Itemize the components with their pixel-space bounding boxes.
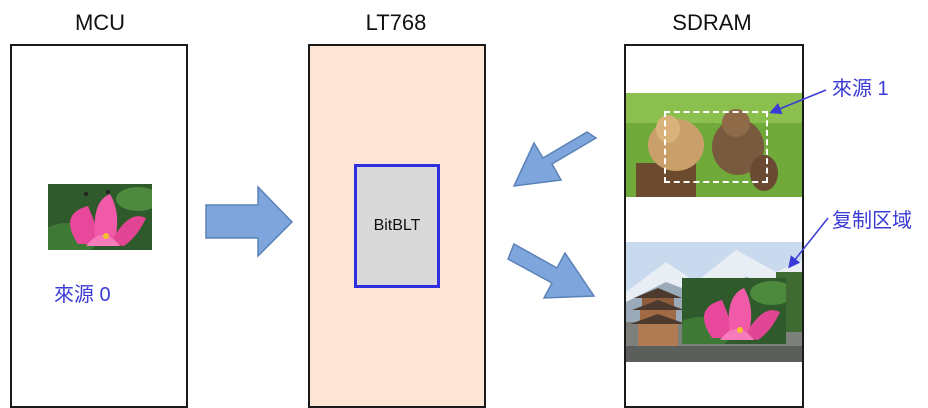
lt768-box: BitBLT	[308, 44, 486, 408]
lotus-flower-image	[48, 184, 152, 250]
copy-region-label: 复制区域	[832, 210, 912, 232]
mcu-title: MCU	[74, 10, 126, 35]
sdram-title: SDRAM	[672, 10, 752, 35]
arrow-mcu-to-lt768	[205, 185, 294, 258]
bitblt-block: BitBLT	[354, 164, 440, 288]
arrow-sdram-to-lt768	[512, 131, 598, 187]
lt768-title: LT768	[365, 10, 427, 35]
source-1-leader-line	[769, 89, 827, 115]
copy-region-leader-line	[788, 217, 829, 269]
source-1-dashed-region	[664, 111, 768, 183]
copied-lotus-image	[682, 278, 786, 344]
arrow-lt768-to-sdram	[507, 242, 596, 299]
mcu-box: 來源 0	[10, 44, 188, 408]
source-0-label: 來源 0	[54, 284, 111, 306]
source-1-label: 來源 1	[832, 78, 889, 100]
pagoda-landscape-image	[626, 242, 802, 362]
bitblt-label: BitBLT	[373, 217, 421, 234]
puppies-image	[626, 93, 802, 197]
